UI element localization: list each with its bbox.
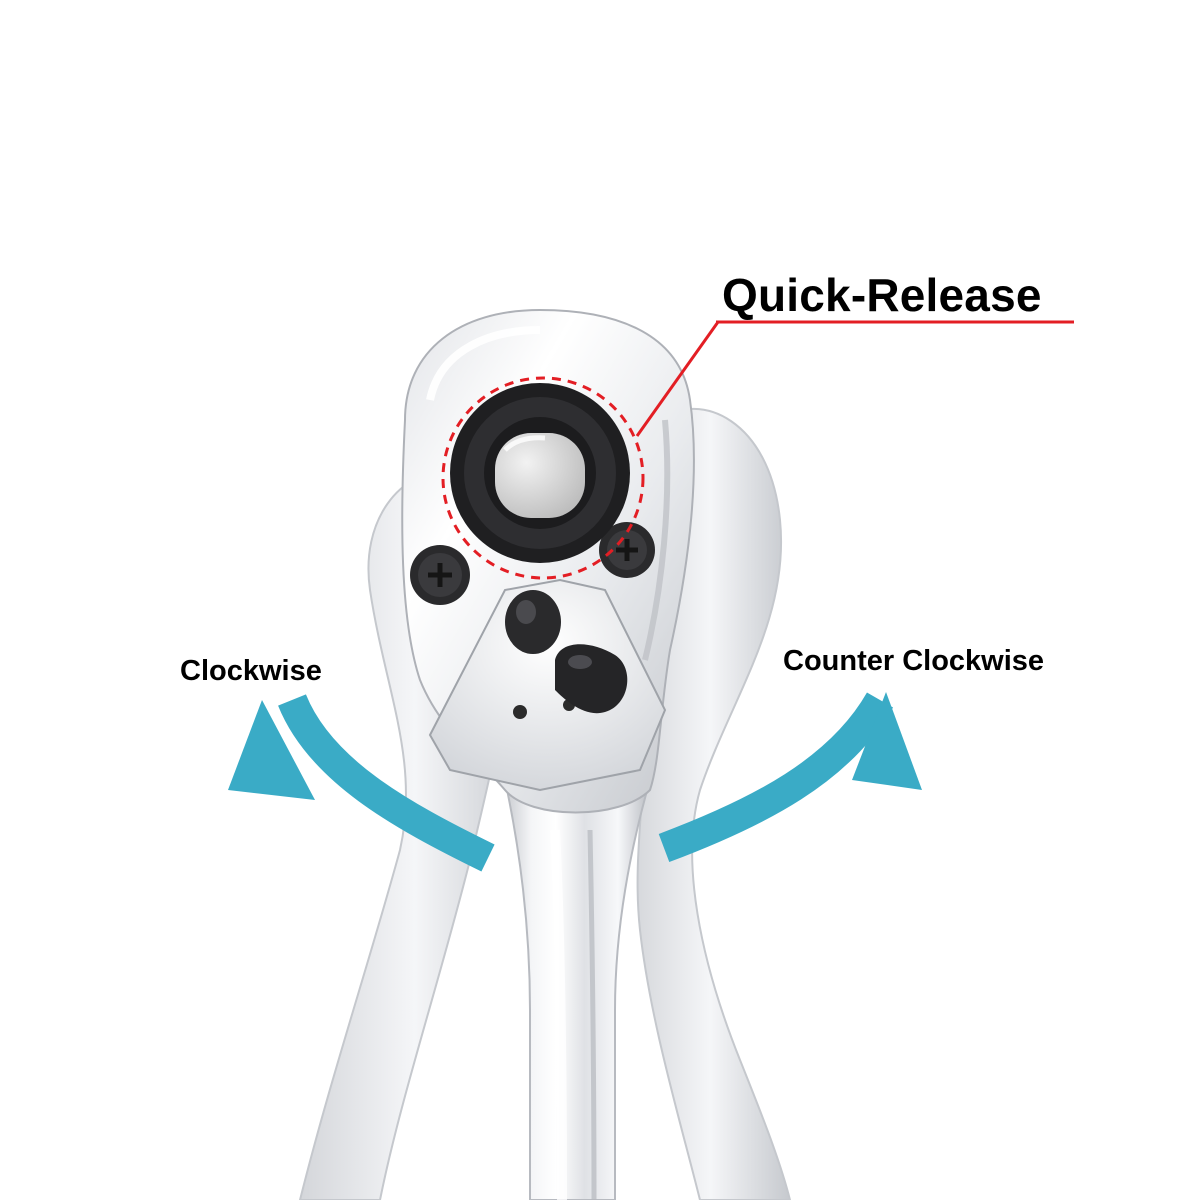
- quick-release-title: Quick-Release: [722, 269, 1042, 321]
- counter-clockwise-label: Counter Clockwise: [783, 645, 1045, 677]
- callout-leader-line: [635, 321, 720, 437]
- quick-release-button[interactable]: [450, 383, 630, 563]
- reversing-lever[interactable]: [505, 590, 628, 714]
- quick-release-callout: [441, 320, 1074, 580]
- left-screw-icon: [410, 545, 470, 605]
- clockwise-label: Clockwise: [180, 655, 322, 687]
- right-screw-icon: [599, 522, 655, 578]
- hole-icon: [513, 705, 527, 719]
- dashed-circle-icon: [441, 376, 645, 580]
- wrench-handle: [503, 779, 652, 1200]
- clockwise-arrow-icon: [228, 694, 495, 872]
- counter-clockwise-arrow-icon: [658, 692, 922, 863]
